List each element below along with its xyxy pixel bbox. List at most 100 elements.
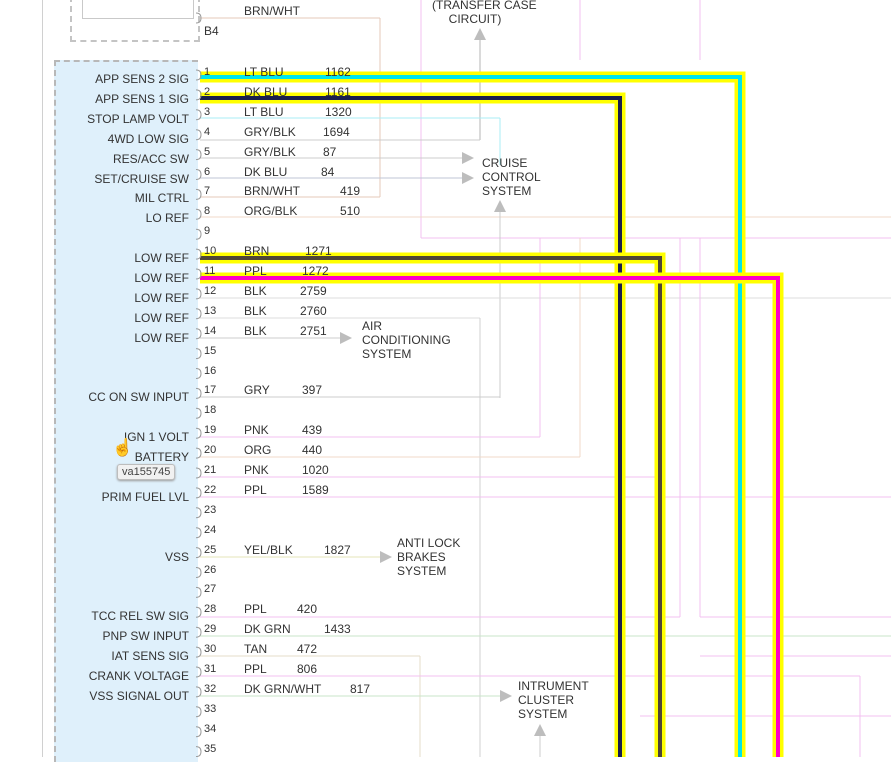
anti-lock-brakes-system-label: ANTI LOCK BRAKES SYSTEM <box>397 536 461 578</box>
circuit-number: 1272 <box>302 264 329 278</box>
cluster-up-arrow-icon <box>534 724 546 736</box>
upper-connector-outline <box>70 0 200 42</box>
pin-number: 14 <box>204 324 217 337</box>
pin-terminal <box>195 208 202 220</box>
pin-terminal <box>195 507 202 519</box>
pin-terminal <box>195 228 202 240</box>
wire-color-label: BLK <box>244 323 267 338</box>
pin-number: 2 <box>204 85 211 98</box>
pin-number: 31 <box>204 663 217 675</box>
pin-terminal <box>195 328 202 340</box>
pin-function-label: VSS SIGNAL OUT <box>89 688 189 703</box>
wire-color-label: ORG <box>244 443 272 458</box>
pin-number: 27 <box>204 583 217 596</box>
pin-terminal <box>195 387 202 399</box>
pin-number: 10 <box>204 245 217 258</box>
circuit-number: 1020 <box>302 463 329 477</box>
pin-function-label: STOP LAMP VOLT <box>87 111 189 126</box>
pin-terminal <box>195 746 202 757</box>
pin-function-label: VSS <box>164 549 189 564</box>
circuit-number: 1589 <box>302 482 329 497</box>
pin-function-label: CRANK VOLTAGE <box>88 669 189 683</box>
pin-function-label: CC ON SW INPUT <box>88 390 189 405</box>
pin-terminal <box>195 686 202 698</box>
pin-number: 22 <box>204 483 217 496</box>
pin-terminal <box>195 129 202 141</box>
pin-number: 21 <box>204 464 217 476</box>
pin-terminal <box>195 368 202 379</box>
pin-terminal <box>195 626 202 638</box>
pin-number: 17 <box>204 384 217 397</box>
left-border-line <box>42 0 43 757</box>
pin-number: 15 <box>204 344 217 357</box>
pin-terminal <box>195 447 202 459</box>
pin-function-label: MIL CTRL <box>134 191 189 206</box>
pin-function-label: IGN 1 VOLT <box>123 430 189 445</box>
pin-number: 7 <box>204 185 211 198</box>
pin-number: 11 <box>204 265 216 277</box>
pin-function-label: LO REF <box>145 211 189 226</box>
pin-function-label: APP SENS 1 SIG <box>95 91 189 106</box>
wire-color-label: BLK <box>244 303 267 318</box>
pin-number: 3 <box>204 105 211 118</box>
cruise-control-system-label: CRUISE CONTROL SYSTEM <box>482 156 541 198</box>
circuit-number: 472 <box>297 642 318 657</box>
pin-function-label: BATTERY <box>134 450 189 465</box>
pin-function-label: TCC REL SW SIG <box>91 609 189 624</box>
pin-terminal <box>195 69 202 81</box>
pin-number: 13 <box>204 304 217 317</box>
wire-color-label: PPL <box>244 662 267 676</box>
circuit-number: 806 <box>297 662 318 676</box>
pin-number: 23 <box>204 503 217 516</box>
pin-number: 18 <box>204 404 217 417</box>
wire-color-label: GRY/BLK <box>244 144 296 159</box>
pin-number: 28 <box>204 603 217 616</box>
cruise-arrow-2-icon <box>462 172 474 184</box>
wire-color-label: PNK <box>244 463 269 477</box>
cruise-arrow-3-icon <box>494 200 506 212</box>
pin-number: 30 <box>204 643 217 656</box>
cluster-arrow-icon <box>500 690 512 702</box>
pin-function-label: PRIM FUEL LVL <box>101 489 189 504</box>
hand-cursor-icon: ☝ <box>112 438 134 457</box>
pin-terminal <box>195 586 202 598</box>
circuit-number: 2751 <box>300 323 327 338</box>
pin-number: 25 <box>204 543 217 556</box>
pin-number: 33 <box>204 702 217 715</box>
pin-function-label: 4WD LOW SIG <box>107 131 189 146</box>
pin-number: 24 <box>204 523 217 536</box>
pin-function-label: IAT SENS SIG <box>111 649 189 664</box>
abs-arrow-icon <box>380 551 392 563</box>
pin-number: 12 <box>204 284 217 297</box>
pin-function-label: APP SENS 2 SIG <box>95 72 189 86</box>
circuit-number: 84 <box>321 164 335 179</box>
pin-terminal <box>195 646 202 658</box>
pin-terminal <box>195 567 202 578</box>
pin-number: 4 <box>204 125 211 138</box>
connector-id-label: B4 <box>204 24 219 38</box>
instrument-cluster-system-label: INTRUMENT CLUSTER SYSTEM <box>518 679 589 721</box>
wire-color-label: TAN <box>244 642 268 657</box>
circuit-number: 419 <box>340 184 361 199</box>
circuit-number: 420 <box>297 602 318 617</box>
highlighted-wires <box>200 71 784 757</box>
ecm-connector-panel <box>54 60 198 762</box>
pin-terminal <box>195 268 202 280</box>
air-conditioning-system-label: AIR CONDITIONING SYSTEM <box>362 319 451 361</box>
pin-terminals <box>195 12 202 757</box>
pin-number: 29 <box>204 623 217 636</box>
pin-terminal <box>195 427 202 439</box>
circuit-number: 2760 <box>300 303 327 318</box>
pin-number: 1 <box>204 66 211 78</box>
circuit-number: 817 <box>350 681 371 696</box>
pin-terminal <box>195 308 202 320</box>
wire-color-label: ORG/BLK <box>244 204 298 219</box>
transfer-case-arrow-icon <box>474 28 486 40</box>
pin-function-label: LOW REF <box>134 290 189 305</box>
wire-color-label: DK GRN <box>244 622 291 637</box>
circuit-number: 1162 <box>325 65 351 79</box>
pin-number: 8 <box>204 205 211 218</box>
pin-number: 9 <box>204 225 211 238</box>
ac-arrow-icon <box>340 332 352 344</box>
